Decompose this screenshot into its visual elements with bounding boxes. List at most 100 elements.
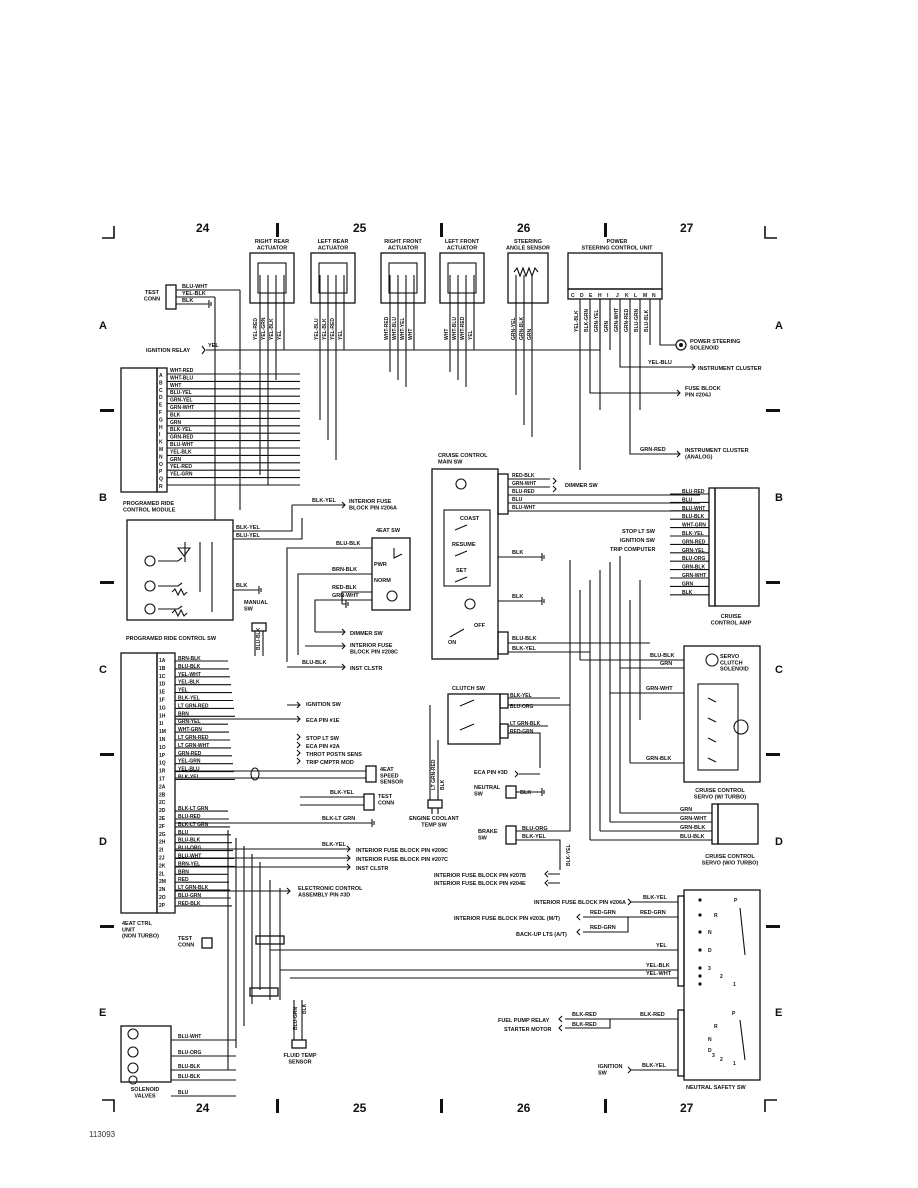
eat-wire-red-blk: RED-BLK xyxy=(332,585,357,591)
module-wire: BLK xyxy=(170,412,181,418)
fuse-206a-label: INTERIOR FUSE BLOCK PIN #206A xyxy=(534,900,626,906)
amp-wire: BLK-YEL xyxy=(682,531,704,537)
neutral-safety-sw: NEUTRAL SAFETY SW xyxy=(677,889,761,1091)
cruise-coast: COAST xyxy=(460,516,480,522)
eatctrl-ref-trip: TRIP CMPTR MOD xyxy=(306,760,354,766)
module-wire: BLU-WHT xyxy=(170,442,193,448)
nss-pos: 1 xyxy=(733,982,736,988)
neutral-eca-3d: ECA PIN #3D xyxy=(474,770,508,776)
nss-blk-yel: BLK-YEL xyxy=(643,895,667,901)
eatctrl-wire: LT GRN-RED xyxy=(178,703,209,709)
row-b-left: B xyxy=(99,492,107,504)
eatctrl-pin: 2G xyxy=(159,832,166,838)
actuator-wire: YEL-GRN xyxy=(261,317,267,340)
fuse-207b: INTERIOR FUSE BLOCK PIN #207B xyxy=(434,873,526,879)
ps-solenoid-wire: YEL-BLU xyxy=(648,360,672,366)
fluid-blk: BLK xyxy=(302,1003,308,1014)
actuator-wire: YEL xyxy=(277,330,283,340)
cruise-blk1: BLK xyxy=(512,550,523,556)
ps-pin: N xyxy=(652,293,656,299)
cruise-blu-blk: BLU-BLK xyxy=(512,636,536,642)
clutch-wire: BLK-YEL xyxy=(510,693,532,699)
actuator-wire: YEL-RED xyxy=(253,318,259,340)
nss-pos: N xyxy=(708,930,712,936)
eatctrl-wire: BLK-LT GRN xyxy=(178,806,209,812)
nss-yel-wht: YEL-WHT xyxy=(646,971,672,977)
amp-wire: GRN xyxy=(682,581,694,587)
eatctrl-wire: RED-BLK xyxy=(178,901,201,907)
amp-wire: BLU xyxy=(682,497,693,503)
inst-cluster-analog-wire: GRN-RED xyxy=(640,447,666,453)
eatctrl-wire: BLU-RED xyxy=(178,814,201,820)
module-pin: P xyxy=(159,469,163,475)
ps-wire: GRN-YEL xyxy=(594,310,600,333)
servo-noturbo-wire-4: BLU-BLK xyxy=(680,834,704,840)
nss-pos-b: D xyxy=(708,1048,712,1054)
cruise-set: SET xyxy=(456,568,467,574)
test-conn-wire-1: BLU-WHT xyxy=(182,284,208,290)
eatctrl-ref-stop-lt: STOP LT SW xyxy=(306,736,340,742)
four-eat-norm: NORM xyxy=(374,578,391,584)
eatctrl-wire: BLU xyxy=(178,830,189,836)
eatctrl-wire: BLK-LT GRN xyxy=(178,822,209,828)
ps-wire: GRN-RED xyxy=(624,308,630,332)
actuator-wire: WHT xyxy=(408,329,414,340)
eatctrl-pin: 1B xyxy=(159,666,166,672)
ps-wire: BLU-GRN xyxy=(634,309,640,332)
nss-pos-b: 1 xyxy=(733,1061,736,1067)
module-ref-blk-yel2: BLK-YEL xyxy=(236,525,260,531)
module-pin: Q xyxy=(159,477,163,483)
fuse-blk-yel-vertical: BLK-YEL xyxy=(566,844,572,866)
amp-ref-ignition-sw: IGNITION SW xyxy=(620,538,656,544)
eatctrl-pin: 2O xyxy=(159,895,166,901)
col-26-top: 26 xyxy=(517,221,531,235)
actuator-wire: WHT-RED xyxy=(460,316,466,340)
module-pin: G xyxy=(159,417,163,423)
instrument-cluster-ref: INSTRUMENT CLUSTER xyxy=(698,366,762,372)
eatctrl-wire: YEL-WHT xyxy=(178,672,201,678)
steer-wire: GRN-YEL xyxy=(511,318,517,341)
row-a-right: A xyxy=(775,320,783,332)
eatctrl-pin: 2L xyxy=(159,871,165,877)
eatctrl-pin: 2B xyxy=(159,792,166,798)
col-25-bottom: 25 xyxy=(353,1101,367,1115)
row-d-left: D xyxy=(99,836,107,848)
ps-wire: YEL-BLK xyxy=(574,310,580,332)
ps-pin: L xyxy=(634,293,637,299)
module-pin: E xyxy=(159,403,163,409)
programed-ride-control-sw-label: PROGRAMED RIDE CONTROL SW xyxy=(126,636,217,642)
eatctrl-pin: 1R xyxy=(159,769,166,775)
eatctrl-pin: 1N xyxy=(159,737,166,743)
actuator-wire: WHT-RED xyxy=(384,316,390,340)
nss-pos: 2 xyxy=(720,974,723,980)
module-pin: O xyxy=(159,462,163,468)
module-pin: B xyxy=(159,380,163,386)
eatctrl-ref-eca-2a: ECA PIN #2A xyxy=(306,744,340,750)
module-pin: A xyxy=(159,373,163,379)
module-pin: F xyxy=(159,410,162,416)
col-24-bottom: 24 xyxy=(196,1101,210,1115)
module-wire: GRN-YEL xyxy=(170,398,193,404)
row-d-right: D xyxy=(775,836,783,848)
eatctrl-pin: 1H xyxy=(159,713,166,719)
actuator-wire: YEL-RED xyxy=(330,318,336,340)
nss-pos: R xyxy=(714,913,718,919)
amp-wire: BLU-BLK xyxy=(682,514,705,520)
cruise-wire: RED-BLK xyxy=(512,473,535,479)
eatctrl-pin: 2M xyxy=(159,879,166,885)
